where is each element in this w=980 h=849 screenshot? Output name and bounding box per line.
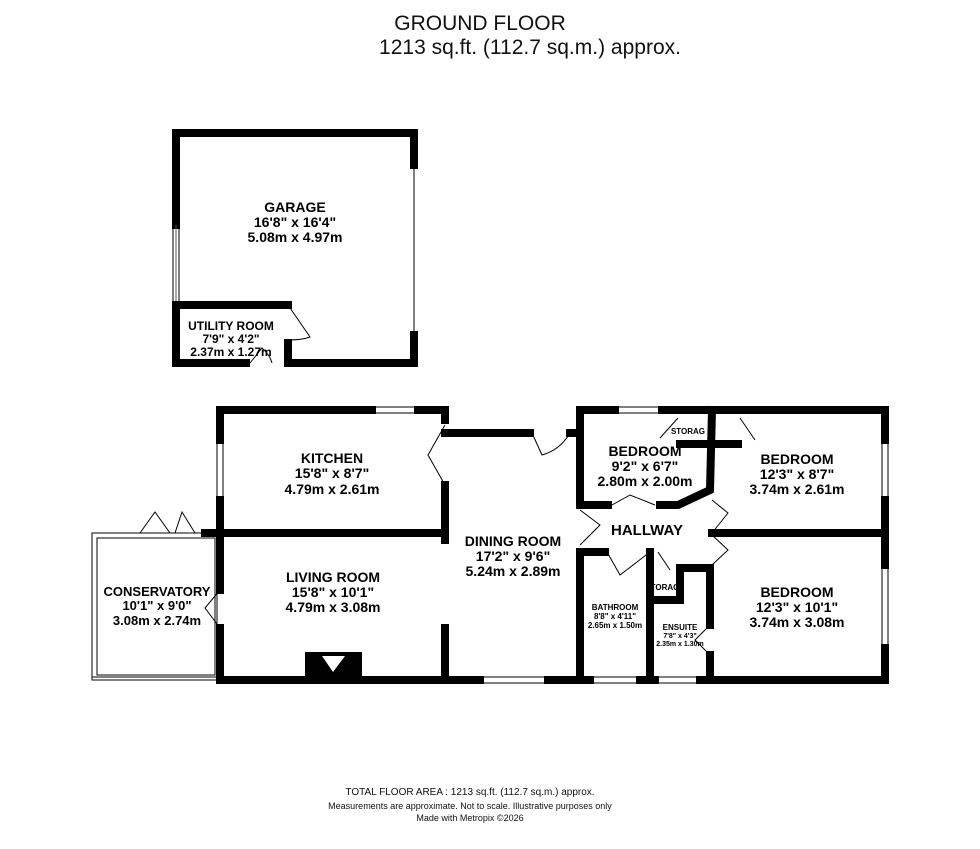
svg-text:2.37m x 1.27m: 2.37m x 1.27m	[190, 345, 271, 359]
room-bedroom-small: BEDROOM 9'2" x 6'7" 2.80m x 2.00m	[598, 443, 693, 489]
svg-text:ENSUITE: ENSUITE	[663, 623, 698, 632]
room-ensuite: ENSUITE 7'8" x 4'3" 2.35m x 1.30m	[656, 623, 703, 648]
svg-text:10'1" x 9'0": 10'1" x 9'0"	[122, 598, 191, 613]
room-utility: UTILITY ROOM 7'9" x 4'2" 2.37m x 1.27m	[188, 319, 274, 359]
svg-text:4.79m x 2.61m: 4.79m x 2.61m	[285, 481, 380, 497]
svg-text:7'8" x 4'3": 7'8" x 4'3"	[663, 633, 696, 640]
disclaimer: Measurements are approximate. Not to sca…	[328, 801, 612, 811]
room-garage: GARAGE 16'8" x 16'4" 5.08m x 4.97m	[248, 199, 343, 245]
storage-label: STORAG	[671, 427, 705, 436]
walls	[91, 129, 889, 684]
svg-text:KITCHEN: KITCHEN	[301, 450, 363, 466]
svg-text:12'3" x 10'1": 12'3" x 10'1"	[756, 599, 838, 615]
svg-text:12'3" x 8'7": 12'3" x 8'7"	[760, 466, 834, 482]
svg-text:3.74m x 3.08m: 3.74m x 3.08m	[750, 614, 845, 630]
svg-text:8'8" x 4'11": 8'8" x 4'11"	[594, 612, 636, 621]
svg-text:9'2" x 6'7": 9'2" x 6'7"	[612, 458, 679, 474]
credit: Made with Metropix ©2026	[416, 813, 524, 823]
svg-text:CONSERVATORY: CONSERVATORY	[104, 584, 211, 599]
storage-label: TORAG	[651, 583, 680, 592]
room-conservatory: CONSERVATORY 10'1" x 9'0" 3.08m x 2.74m	[104, 584, 211, 628]
room-bedroom-top-right: BEDROOM 12'3" x 8'7" 3.74m x 2.61m	[750, 451, 845, 497]
svg-text:3.74m x 2.61m: 3.74m x 2.61m	[750, 481, 845, 497]
svg-text:DINING ROOM: DINING ROOM	[465, 533, 561, 549]
svg-text:4.79m x 3.08m: 4.79m x 3.08m	[286, 599, 381, 615]
room-kitchen: KITCHEN 15'8" x 8'7" 4.79m x 2.61m	[285, 450, 380, 497]
svg-text:3.08m x 2.74m: 3.08m x 2.74m	[113, 613, 201, 628]
svg-text:15'8" x 8'7": 15'8" x 8'7"	[295, 465, 369, 481]
room-bathroom: BATHROOM 8'8" x 4'11" 2.65m x 1.50m	[588, 603, 642, 630]
svg-text:GARAGE: GARAGE	[264, 199, 325, 215]
svg-text:5.24m x 2.89m: 5.24m x 2.89m	[466, 563, 561, 579]
svg-text:UTILITY ROOM: UTILITY ROOM	[188, 319, 274, 333]
svg-text:16'8" x 16'4": 16'8" x 16'4"	[254, 214, 336, 230]
hallway-label: HALLWAY	[611, 522, 683, 539]
room-living: LIVING ROOM 15'8" x 10'1" 4.79m x 3.08m	[286, 569, 381, 615]
floor-area: 1213 sq.ft. (112.7 sq.m.) approx.	[379, 36, 681, 59]
svg-text:17'2" x 9'6": 17'2" x 9'6"	[476, 548, 550, 564]
total-floor-area: TOTAL FLOOR AREA : 1213 sq.ft. (112.7 sq…	[345, 787, 595, 798]
svg-text:2.65m x 1.50m: 2.65m x 1.50m	[588, 621, 642, 630]
svg-text:2.35m x 1.30m: 2.35m x 1.30m	[656, 641, 703, 648]
svg-text:5.08m x 4.97m: 5.08m x 4.97m	[248, 229, 343, 245]
svg-text:BEDROOM: BEDROOM	[760, 584, 833, 600]
room-bedroom-bottom-right: BEDROOM 12'3" x 10'1" 3.74m x 3.08m	[750, 584, 845, 630]
svg-text:7'9" x 4'2": 7'9" x 4'2"	[202, 332, 259, 346]
svg-text:BEDROOM: BEDROOM	[608, 443, 681, 459]
svg-text:2.80m x 2.00m: 2.80m x 2.00m	[598, 473, 693, 489]
svg-text:LIVING ROOM: LIVING ROOM	[286, 569, 380, 585]
svg-text:15'8" x 10'1": 15'8" x 10'1"	[292, 584, 374, 600]
svg-text:BEDROOM: BEDROOM	[760, 451, 833, 467]
floor-title: GROUND FLOOR	[394, 12, 566, 35]
room-dining: DINING ROOM 17'2" x 9'6" 5.24m x 2.89m	[465, 533, 561, 579]
svg-text:BATHROOM: BATHROOM	[592, 603, 639, 612]
